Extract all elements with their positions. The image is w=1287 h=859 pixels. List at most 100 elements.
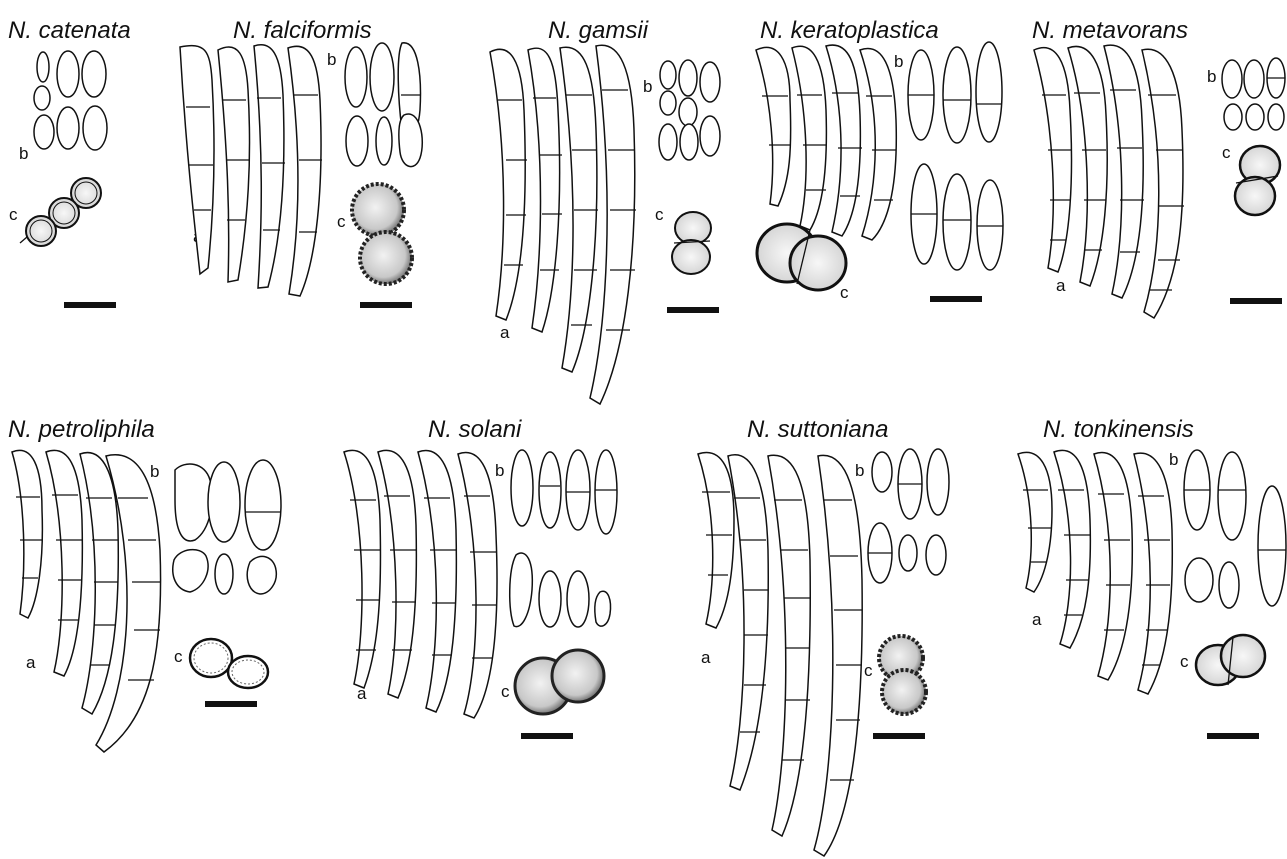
chlamydospore-rough — [515, 650, 604, 714]
macroconidium — [218, 47, 250, 282]
scale-bar — [930, 296, 982, 302]
microconidium — [510, 553, 533, 627]
macroconidium — [46, 450, 82, 676]
microconidium — [680, 124, 698, 160]
microconidium — [1258, 486, 1286, 606]
microconidium — [1218, 452, 1246, 540]
scale-bar — [1207, 733, 1259, 739]
chlamydospore-pair — [1235, 146, 1280, 215]
macroconidium — [80, 453, 118, 714]
microconidium — [659, 124, 677, 160]
microconidium — [34, 115, 54, 149]
microconidium — [34, 86, 50, 110]
label-b: b — [19, 144, 28, 163]
microconidium — [977, 180, 1003, 270]
microconidium — [376, 117, 392, 165]
microconidium — [943, 47, 971, 143]
macroconidium — [860, 48, 896, 240]
macroconidium — [1034, 48, 1072, 272]
label-b: b — [855, 461, 864, 480]
scale-bar — [521, 733, 573, 739]
panel-solani: a b c — [344, 450, 617, 739]
macroconidium — [1018, 452, 1052, 592]
panel-title-metavorans: N. metavorans — [1032, 17, 1188, 44]
macroconidium — [1142, 49, 1183, 318]
macroconidium — [1054, 450, 1090, 648]
label-c: c — [840, 283, 849, 302]
microconidium — [370, 43, 394, 111]
macroconidium — [590, 45, 635, 404]
scale-bar — [64, 302, 116, 308]
label-a: a — [26, 653, 36, 672]
microconidium — [899, 535, 917, 571]
macroconidia-group — [698, 452, 862, 856]
macroconidium — [814, 455, 862, 856]
microconidium — [1246, 104, 1264, 130]
panel-metavorans: a b c — [1034, 45, 1285, 318]
microconidium — [1244, 60, 1264, 98]
label-b: b — [150, 462, 159, 481]
macroconidium — [768, 455, 810, 836]
microconidium — [943, 174, 971, 270]
label-a: a — [1032, 610, 1042, 629]
macroconidium — [418, 451, 456, 712]
microconidium — [57, 51, 79, 97]
panel-tonkinensis: a b c — [1018, 450, 1286, 739]
macroconidium — [254, 45, 284, 288]
microconidium — [215, 554, 233, 594]
label-b: b — [495, 461, 504, 480]
microconidium — [1219, 562, 1239, 608]
scale-bar — [873, 733, 925, 739]
microconidium — [926, 535, 946, 575]
microconidium — [345, 47, 367, 107]
label-b: b — [894, 52, 903, 71]
microconidium — [82, 51, 106, 97]
microconidium — [1268, 104, 1284, 130]
microconidia-group — [510, 450, 617, 627]
panel-gamsii: a b c — [490, 45, 720, 404]
microconidia-group — [1222, 58, 1285, 130]
microconidia-group — [908, 42, 1003, 270]
microconidium — [245, 460, 281, 550]
microconidium — [511, 450, 533, 526]
microconidium — [37, 52, 49, 82]
scale-bar — [667, 307, 719, 313]
label-c: c — [1180, 652, 1189, 671]
panel-title-suttoniana: N. suttoniana — [747, 416, 888, 443]
microconidia-group — [345, 43, 422, 167]
microconidium — [566, 450, 590, 530]
panel-catenata: b c — [9, 51, 116, 308]
label-b: b — [1169, 450, 1178, 469]
label-b: b — [1207, 67, 1216, 86]
microconidium — [567, 571, 589, 627]
chlamydospore-rough — [352, 184, 412, 284]
macroconidia-group — [12, 450, 161, 752]
macroconidium — [1104, 45, 1143, 298]
microconidium — [57, 107, 79, 149]
scale-bar — [360, 302, 412, 308]
label-c: c — [9, 205, 18, 224]
macroconidium — [288, 46, 321, 296]
chlamydospore-pair — [672, 212, 711, 274]
microconidium — [595, 591, 611, 626]
macroconidium — [698, 452, 734, 628]
panel-title-falciformis: N. falciformis — [233, 17, 372, 44]
microconidia-group — [34, 51, 107, 150]
microconidium — [660, 61, 676, 89]
microconidium — [679, 98, 697, 126]
macroconidium — [180, 46, 214, 274]
microconidium — [399, 114, 422, 167]
label-c: c — [174, 647, 183, 666]
label-a: a — [701, 648, 711, 667]
microconidium — [679, 60, 697, 96]
macroconidia-group — [1018, 450, 1172, 694]
microconidium — [346, 116, 368, 166]
macroconidium — [344, 450, 380, 688]
microconidium — [595, 450, 617, 534]
chlamydospore-pair — [190, 639, 268, 688]
chlamydospore-chain — [20, 178, 101, 246]
macroconidia-group — [756, 45, 896, 240]
microconidium — [83, 106, 107, 150]
microconidium — [247, 556, 276, 594]
